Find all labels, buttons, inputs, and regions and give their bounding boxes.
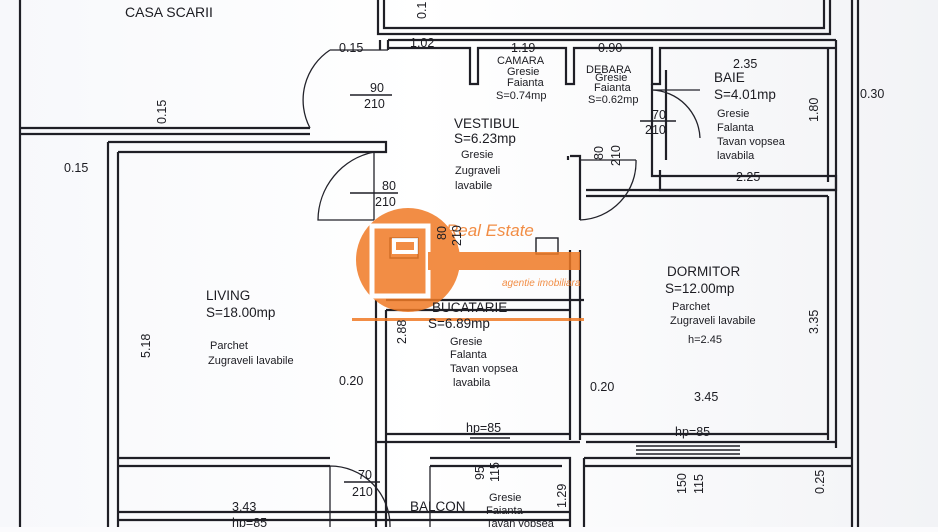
- watermark-tagline: agentie imobiliara: [502, 278, 581, 289]
- svg-text:S=0.74mp: S=0.74mp: [496, 90, 546, 102]
- room-debara: DEBARA Gresie Faianta S=0.62mp: [586, 64, 638, 106]
- svg-text:VESTIBUL: VESTIBUL: [454, 116, 520, 131]
- svg-text:Gresie: Gresie: [595, 72, 627, 84]
- svg-text:Gresie: Gresie: [717, 108, 749, 120]
- svg-text:S=12.00mp: S=12.00mp: [665, 281, 734, 296]
- svg-text:Zugraveli lavabile: Zugraveli lavabile: [208, 355, 294, 367]
- svg-text:Zugraveli lavabile: Zugraveli lavabile: [670, 315, 756, 327]
- window-115-a: 115: [488, 462, 502, 482]
- door-70-b: 70: [358, 468, 372, 482]
- door-90: 90: [370, 81, 384, 95]
- svg-text:CAMARA: CAMARA: [497, 55, 545, 67]
- dim-0-20-right: 0.20: [590, 380, 614, 394]
- room-living: LIVING S=18.00mp Parchet Zugraveli lavab…: [206, 288, 294, 367]
- svg-text:S=6.89mp: S=6.89mp: [428, 316, 490, 331]
- dim-0-15-top: 0.15: [339, 41, 363, 55]
- door-70-a: 70: [652, 108, 666, 122]
- door-210-d: 210: [609, 145, 623, 166]
- svg-text:S=18.00mp: S=18.00mp: [206, 305, 275, 320]
- doors: [302, 49, 701, 528]
- svg-text:Gresie: Gresie: [461, 149, 493, 161]
- dim-0-15-stair: 0.15: [155, 100, 169, 124]
- door-210-e: 210: [450, 225, 464, 246]
- door-210-a: 210: [364, 97, 385, 111]
- svg-text:lavabila: lavabila: [717, 150, 755, 162]
- svg-text:lavabila: lavabila: [453, 377, 491, 389]
- windows: [470, 433, 740, 455]
- dim-0-90: 0.90: [598, 41, 622, 55]
- svg-text:Gresie: Gresie: [507, 66, 539, 78]
- svg-text:DEBARA: DEBARA: [586, 64, 632, 76]
- svg-text:Falanta: Falanta: [450, 349, 488, 361]
- door-80-b: 80: [592, 146, 606, 160]
- window-150: 150: [675, 473, 689, 494]
- room-camara: CAMARA Gresie Faianta S=0.74mp: [496, 55, 546, 102]
- hp-85-bedroom: hp=85: [675, 425, 710, 439]
- dim-2-35: 2.35: [733, 57, 757, 71]
- svg-text:S=4.01mp: S=4.01mp: [714, 87, 776, 102]
- dim-1-02: 1.02: [410, 36, 434, 50]
- dim-1-80: 1.80: [807, 98, 821, 122]
- svg-text:Parchet: Parchet: [672, 301, 710, 313]
- svg-text:S=6.23mp: S=6.23mp: [454, 131, 516, 146]
- door-210-f: 210: [352, 485, 373, 499]
- title-casa-scarii: CASA SCARII: [125, 4, 213, 20]
- room-dormitor: DORMITOR S=12.00mp Parchet Zugraveli lav…: [665, 264, 756, 346]
- svg-text:Falanta: Falanta: [717, 122, 755, 134]
- svg-text:Gresie: Gresie: [450, 336, 482, 348]
- dim-0-25: 0.25: [813, 470, 827, 494]
- door-210-b: 210: [375, 195, 396, 209]
- dim-0-20-left: 0.20: [339, 374, 363, 388]
- room-bucatarie: BUCATARIE S=6.89mp Gresie Falanta Tavan …: [428, 300, 519, 389]
- door-80-a: 80: [382, 179, 396, 193]
- dim-0-1: 0.1: [415, 2, 429, 19]
- svg-text:Faianta: Faianta: [507, 77, 545, 89]
- dim-3-45: 3.45: [694, 390, 718, 404]
- door-80-c: 80: [435, 226, 449, 240]
- svg-text:Tavan vopsea: Tavan vopsea: [486, 518, 555, 527]
- svg-text:DORMITOR: DORMITOR: [667, 264, 740, 279]
- hp-85-living: hp=85: [232, 516, 267, 527]
- dim-3-43: 3.43: [232, 500, 256, 514]
- room-baie: BAIE S=4.01mp Gresie Falanta Tavan vopse…: [714, 70, 786, 162]
- svg-text:Tavan vopsea: Tavan vopsea: [450, 363, 519, 375]
- svg-text:Parchet: Parchet: [210, 340, 248, 352]
- dim-5-18: 5.18: [139, 334, 153, 358]
- svg-text:BALCON: BALCON: [410, 499, 466, 514]
- door-210-c: 210: [645, 123, 666, 137]
- svg-text:BAIE: BAIE: [714, 70, 745, 85]
- dim-1-29: 1.29: [555, 484, 569, 508]
- svg-text:lavabile: lavabile: [455, 180, 492, 192]
- svg-text:Faianta: Faianta: [594, 82, 632, 94]
- dim-1-19: 1.19: [511, 41, 535, 55]
- window-95: 95: [473, 466, 487, 480]
- svg-text:Zugraveli: Zugraveli: [455, 165, 500, 177]
- svg-text:LIVING: LIVING: [206, 288, 250, 303]
- window-115-b: 115: [692, 474, 706, 494]
- dim-2-88: 2.88: [395, 320, 409, 344]
- dim-0-30: 0.30: [860, 87, 884, 101]
- room-vestibul: VESTIBUL S=6.23mp Gresie Zugraveli lavab…: [454, 116, 520, 192]
- watermark-logo: Real Estate agentie imobiliara: [352, 208, 584, 321]
- svg-text:Faianta: Faianta: [486, 505, 524, 517]
- dim-0-15-left: 0.15: [64, 161, 88, 175]
- dim-2-25: 2.25: [736, 170, 760, 184]
- hp-85-kitchen: hp=85: [466, 421, 501, 435]
- room-balcon: BALCON Gresie Faianta Tavan vopsea: [410, 492, 555, 530]
- dim-3-35: 3.35: [807, 310, 821, 334]
- svg-text:Tavan vopsea: Tavan vopsea: [717, 136, 786, 148]
- watermark-brand: Real Estate: [446, 221, 534, 240]
- svg-text:BUCATARIE: BUCATARIE: [432, 300, 507, 315]
- svg-text:S=0.62mp: S=0.62mp: [588, 94, 638, 106]
- svg-text:Gresie: Gresie: [489, 492, 521, 504]
- walls: [18, 0, 860, 527]
- svg-text:h=2.45: h=2.45: [688, 334, 722, 346]
